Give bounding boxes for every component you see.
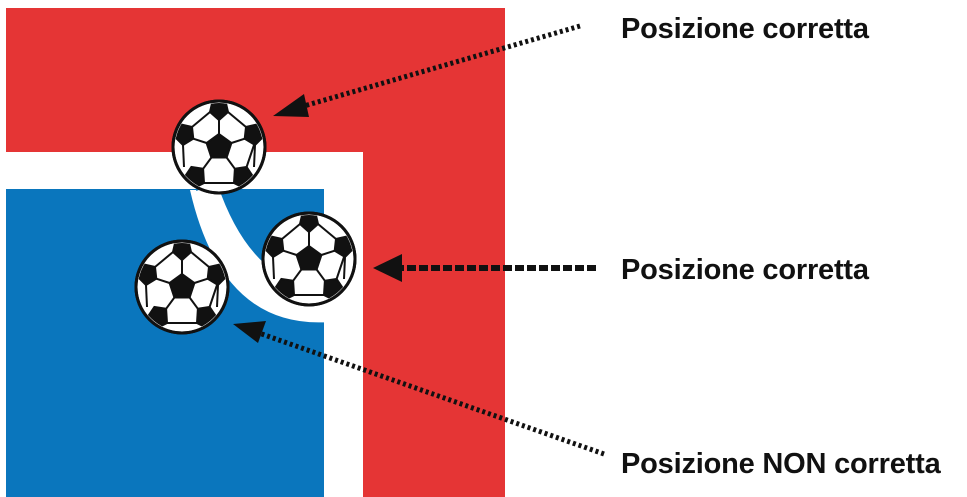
label-correct-middle: Posizione corretta bbox=[621, 254, 869, 286]
label-correct-top: Posizione corretta bbox=[621, 13, 869, 45]
label-incorrect: Posizione NON corretta bbox=[621, 448, 941, 480]
soccer-ball-icon bbox=[173, 99, 265, 193]
arrow-top bbox=[273, 23, 581, 117]
arrow-bottom bbox=[233, 321, 605, 457]
soccer-ball-icon bbox=[263, 211, 355, 305]
soccer-ball-icon bbox=[136, 239, 228, 333]
arrow-middle bbox=[373, 254, 596, 282]
